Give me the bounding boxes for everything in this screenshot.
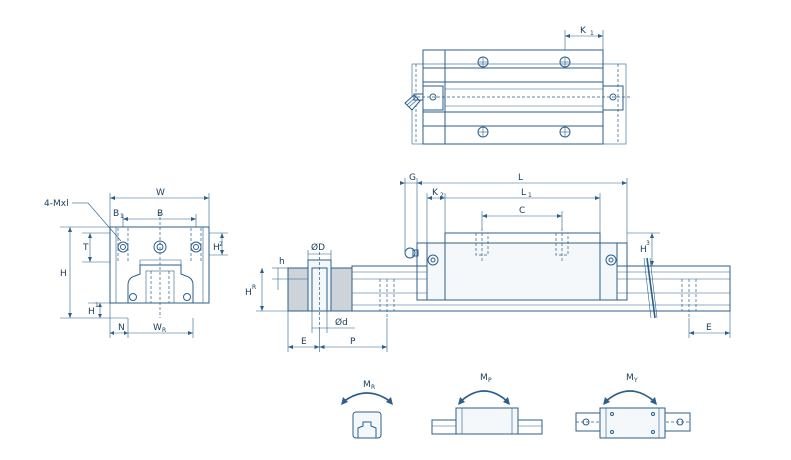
b1-label: B	[113, 209, 119, 219]
b1-label-sub: 1	[120, 213, 124, 220]
rail-profile	[127, 264, 194, 303]
h2-label: H	[213, 243, 220, 253]
wr-label: W	[153, 323, 162, 333]
l-label: L	[518, 173, 523, 183]
grease-nipple-icon	[404, 93, 424, 111]
k1-label: K	[580, 26, 587, 36]
thread-hole-icon	[190, 241, 202, 253]
od-small-label: Ød	[335, 317, 348, 328]
h2-label-sub: 2	[219, 241, 223, 248]
k2-label: K	[432, 188, 439, 198]
k2-label-sub: 2	[440, 192, 444, 199]
g-label: G	[409, 173, 416, 183]
carriage-side	[426, 242, 618, 301]
c-label: C	[519, 206, 525, 216]
k1-label-sub: 1	[590, 30, 594, 37]
moment-my: M Y	[575, 373, 691, 439]
b-label: B	[157, 209, 163, 219]
carriage-icon	[455, 407, 519, 435]
h3-label: H	[640, 245, 647, 255]
rotation-arrow-icon	[604, 390, 656, 403]
top-view-outline	[411, 63, 627, 145]
grease-nipple-side-icon	[404, 247, 419, 259]
t-label: T	[82, 243, 89, 253]
h-label: H	[60, 269, 67, 279]
wr-label-sub: R	[162, 327, 166, 334]
h3-label-sub: 3	[646, 240, 650, 247]
thread-hole-icon	[117, 241, 129, 253]
rotation-arrow-icon	[459, 390, 509, 403]
rotation-arrow-icon	[342, 392, 392, 403]
e-left-label: E	[301, 337, 307, 347]
h1-label-sub: 1	[95, 302, 99, 309]
mr-label-sub: R	[371, 384, 375, 391]
hr-label: H	[245, 288, 252, 298]
hr-label-sub: R	[252, 284, 256, 291]
h-small-label: h	[279, 257, 285, 267]
thread-spec-label: 4-Mxl	[44, 199, 69, 209]
my-label-sub: Y	[633, 377, 638, 384]
side-view: G L K 2 L 1 C H 3 ØD	[245, 173, 731, 352]
mp-label: M	[480, 373, 488, 383]
l1-label: L	[521, 188, 526, 198]
top-view: K 1	[404, 26, 632, 145]
n-label: N	[118, 323, 125, 333]
w-label: W	[156, 188, 165, 198]
carriage-icon	[599, 407, 666, 439]
end-seal-screw-icon	[427, 254, 439, 266]
e-right-label: E	[706, 323, 712, 333]
od-big-label: ØD	[311, 242, 325, 253]
l1-label-sub: 1	[528, 192, 532, 199]
mr-label: M	[363, 380, 371, 390]
carriage-icon	[352, 411, 382, 439]
my-label: M	[626, 373, 634, 383]
moment-mp: M P	[431, 373, 543, 435]
mp-label-sub: P	[488, 377, 492, 384]
front-view: W B B 1 4-Mxl T H H 1	[44, 188, 228, 338]
end-seal-screw-icon	[605, 254, 617, 266]
h1-label: H	[88, 307, 95, 317]
moment-mr: M R	[341, 380, 393, 439]
p-label: P	[350, 337, 356, 347]
